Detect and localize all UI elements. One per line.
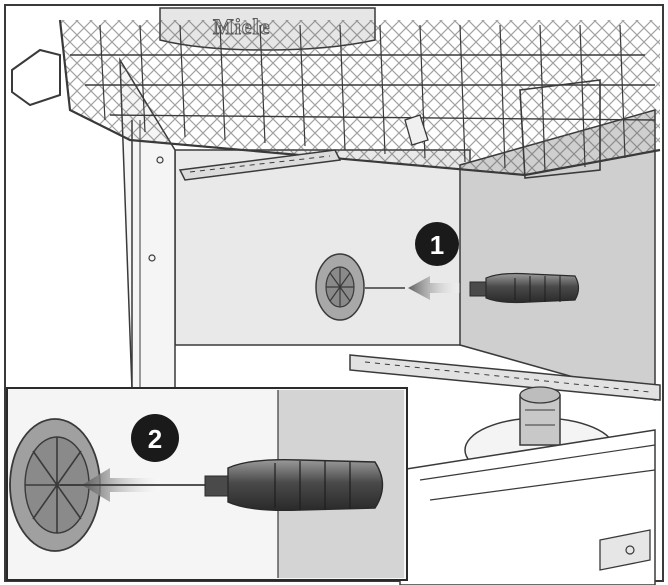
- arrow-left-icon: [408, 276, 460, 300]
- screwdriver-icon: [204, 459, 384, 511]
- step-2-badge: 2: [131, 414, 179, 462]
- spray-arm-bearing-upper: [315, 253, 365, 321]
- upper-rack: [11, 19, 661, 179]
- step-1-badge: 1: [415, 222, 459, 266]
- screwdriver-icon: [469, 272, 580, 304]
- upper-spray-arm: [178, 149, 342, 181]
- detail-inset: 2: [6, 387, 408, 581]
- tub-interior: [119, 57, 656, 401]
- spray-arm-bearing-icon: [9, 418, 101, 552]
- step-1-number: 1: [430, 230, 444, 260]
- lower-spray-arm: [349, 354, 661, 401]
- step-2-number: 2: [148, 424, 162, 454]
